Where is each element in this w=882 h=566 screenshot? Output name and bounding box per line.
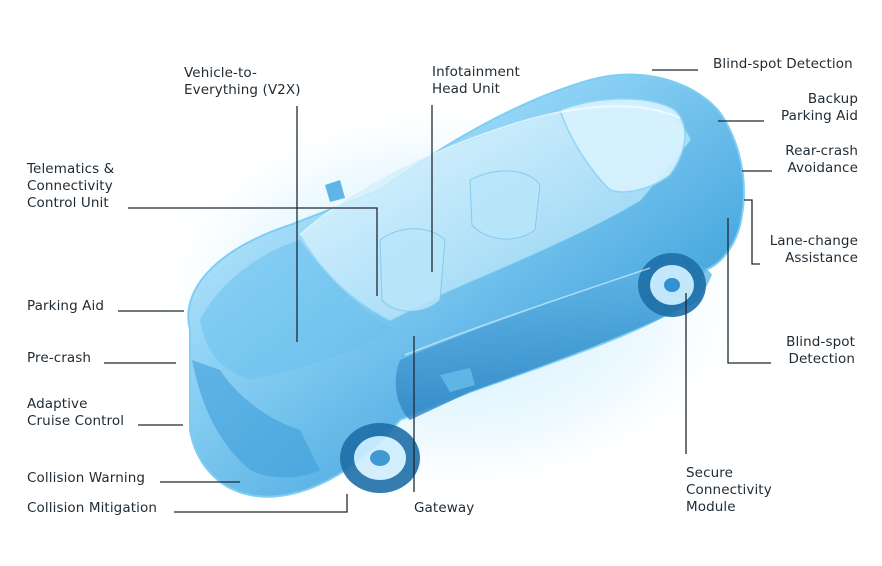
label-secure-module: Secure Connectivity Module xyxy=(686,465,772,516)
label-blind-spot-right: Blind-spot Detection xyxy=(786,334,855,368)
label-blind-spot-right-line1: Blind-spot xyxy=(786,334,855,350)
car-side-panel xyxy=(395,262,712,420)
label-parking-aid-line1: Parking Aid xyxy=(27,298,104,314)
label-infotainment-line1: Infotainment xyxy=(432,64,520,80)
label-backup-parking-line1: Backup xyxy=(807,91,858,107)
car-wheel-rear xyxy=(638,253,706,317)
car-seat-rear xyxy=(469,170,541,240)
car-mirror-left xyxy=(325,180,345,202)
label-v2x-line2: Everything (V2X) xyxy=(184,82,301,98)
car-rear-window xyxy=(559,98,686,193)
label-backup-parking: Backup Parking Aid xyxy=(781,91,858,125)
label-gateway-line1: Gateway xyxy=(414,500,475,516)
label-telematics-line3: Control Unit xyxy=(27,195,109,211)
label-collision-mitigation-line1: Collision Mitigation xyxy=(27,500,157,516)
label-blind-spot-top-line1: Blind-spot Detection xyxy=(713,56,853,72)
car-mirror-right xyxy=(440,368,475,392)
label-secure-module-line2: Connectivity xyxy=(686,482,772,498)
label-parking-aid: Parking Aid xyxy=(27,298,104,315)
label-rear-crash: Rear-crash Avoidance xyxy=(785,143,858,177)
car-highlight xyxy=(299,105,681,236)
label-rear-crash-line2: Avoidance xyxy=(787,160,858,176)
label-collision-mitigation: Collision Mitigation xyxy=(27,500,157,517)
label-adaptive-cruise-line1: Adaptive xyxy=(27,396,88,412)
label-adaptive-cruise: Adaptive Cruise Control xyxy=(27,396,124,430)
label-infotainment-line2: Head Unit xyxy=(432,81,500,97)
label-blind-spot-top: Blind-spot Detection xyxy=(713,56,853,73)
label-collision-warning: Collision Warning xyxy=(27,470,145,487)
car-seat-front xyxy=(379,228,446,312)
label-pre-crash-line1: Pre-crash xyxy=(27,350,92,366)
label-backup-parking-line2: Parking Aid xyxy=(781,108,858,124)
label-rear-crash-line1: Rear-crash xyxy=(785,143,858,159)
label-secure-module-line1: Secure xyxy=(686,465,734,481)
label-collision-warning-line1: Collision Warning xyxy=(27,470,146,486)
label-telematics: Telematics & Connectivity Control Unit xyxy=(27,161,114,212)
label-adaptive-cruise-line2: Cruise Control xyxy=(27,413,125,429)
label-pre-crash: Pre-crash xyxy=(27,350,91,367)
label-infotainment: Infotainment Head Unit xyxy=(432,64,520,98)
label-lane-change: Lane-change Assistance xyxy=(770,233,858,267)
label-blind-spot-right-line2: Detection xyxy=(788,351,855,367)
label-v2x-line1: Vehicle-to- xyxy=(184,65,257,81)
label-v2x: Vehicle-to- Everything (V2X) xyxy=(184,65,301,99)
label-gateway: Gateway xyxy=(414,500,474,517)
car-highlight-lower xyxy=(404,267,651,356)
label-telematics-line1: Telematics & xyxy=(27,161,115,177)
label-lane-change-line2: Assistance xyxy=(785,250,858,266)
car-front-bumper xyxy=(192,360,320,478)
label-lane-change-line1: Lane-change xyxy=(769,233,858,249)
label-telematics-line2: Connectivity xyxy=(27,178,113,194)
car-wheel-front xyxy=(340,423,420,493)
label-secure-module-line3: Module xyxy=(686,499,736,515)
